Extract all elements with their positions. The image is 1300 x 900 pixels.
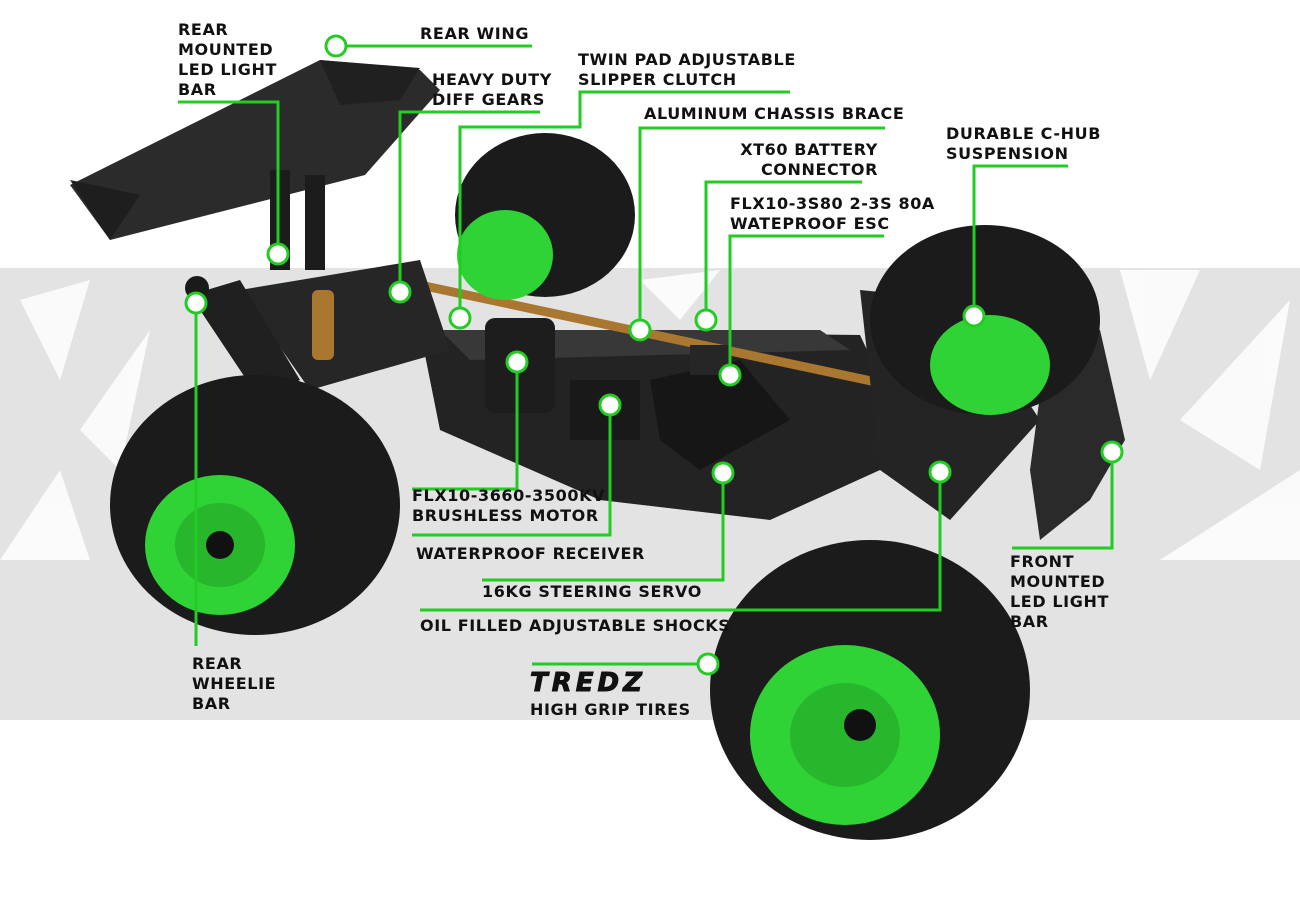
label-front-led-bar: FRONT MOUNTED LED LIGHT BAR bbox=[1010, 552, 1109, 631]
rear-wing bbox=[70, 60, 440, 270]
label-steering-servo: 16KG STEERING SERVO bbox=[482, 582, 702, 601]
label-wheelie-bar: REAR WHEELIE BAR bbox=[192, 654, 277, 713]
label-shocks: OIL FILLED ADJUSTABLE SHOCKS bbox=[420, 616, 731, 635]
label-tires: HIGH GRIP TIRES bbox=[530, 700, 691, 719]
front-left-wheel bbox=[710, 540, 1030, 840]
label-motor: FLX10-3660-3500KV BRUSHLESS MOTOR bbox=[412, 486, 606, 525]
label-slipper-clutch: TWIN PAD ADJUSTABLE SLIPPER CLUTCH bbox=[578, 50, 796, 89]
label-esc: FLX10-3S80 2-3S 80A WATEPROOF ESC bbox=[730, 194, 935, 233]
label-c-hub: DURABLE C-HUB SUSPENSION bbox=[946, 124, 1101, 163]
label-chassis-brace: ALUMINUM CHASSIS BRACE bbox=[644, 104, 905, 123]
rear-right-wheel bbox=[455, 133, 635, 300]
callout-lines bbox=[178, 44, 1114, 666]
tredz-logo: TREDZ bbox=[530, 668, 646, 699]
label-heavy-duty-diff: HEAVY DUTY DIFF GEARS bbox=[432, 70, 552, 109]
rear-left-wheel bbox=[110, 375, 400, 635]
label-rear-wing: REAR WING bbox=[420, 24, 530, 43]
label-xt60-connector: XT60 BATTERY CONNECTOR bbox=[740, 140, 878, 179]
label-rear-led-bar: REAR MOUNTED LED LIGHT BAR bbox=[178, 20, 277, 99]
callout-dots bbox=[184, 34, 1124, 676]
front-right-wheel bbox=[870, 225, 1100, 415]
label-receiver: WATERPROOF RECEIVER bbox=[416, 544, 645, 563]
